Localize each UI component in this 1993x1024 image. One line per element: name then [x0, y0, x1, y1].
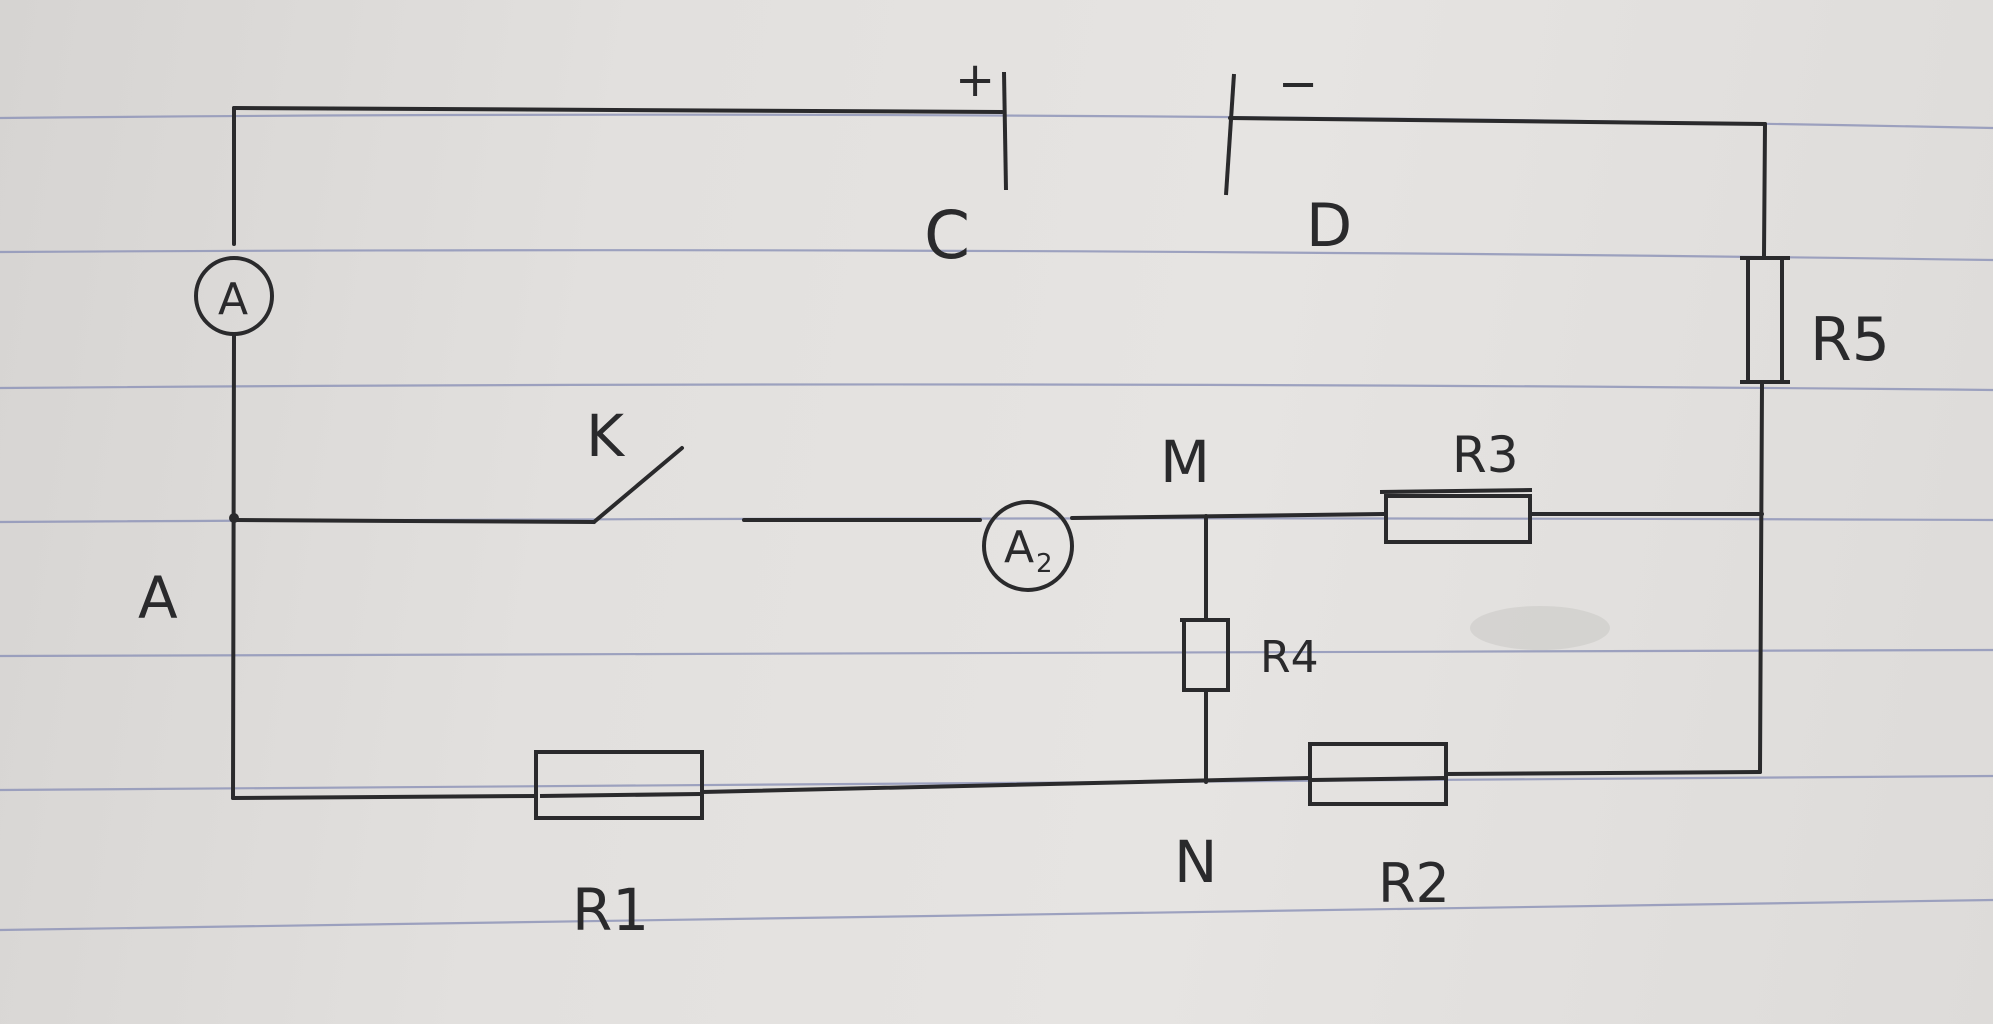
switch-k[interactable]: [592, 446, 684, 524]
resistor-r4: [1180, 618, 1230, 692]
battery-plus-label: +: [955, 52, 995, 108]
resistor-r3: [1379, 488, 1533, 544]
wire-bottom-right: [1444, 770, 1762, 776]
label-r3: R3: [1452, 426, 1519, 484]
ammeter-a2: A 2: [982, 500, 1074, 592]
wire-right-bottom: [1758, 382, 1764, 774]
label-r1: R1: [572, 876, 649, 944]
ammeter-a1: A: [194, 256, 274, 336]
resistor-r1: [534, 750, 704, 820]
label-r2: R2: [1378, 852, 1450, 915]
wire-top-right: [1228, 116, 1767, 126]
wire-bottom-middle: [700, 776, 1312, 794]
label-node-m: M: [1160, 428, 1210, 496]
resistor-r5: [1740, 256, 1790, 384]
battery-minus-label: −: [1278, 56, 1318, 112]
battery-negative-plate: [1224, 73, 1236, 196]
smudge: [1470, 606, 1610, 650]
wire-bottom-left: [231, 794, 538, 800]
label-r4: R4: [1260, 632, 1319, 683]
wire-right-top: [1762, 122, 1767, 258]
wire-top-left: [232, 106, 1004, 114]
resistor-r2: [1308, 742, 1448, 806]
wire-left-lower: [231, 334, 236, 800]
ammeter-a1-label: A: [218, 274, 248, 325]
ammeter-a2-label: A: [1004, 522, 1034, 573]
label-c: C: [924, 197, 970, 274]
wire-middle-left: [232, 518, 596, 524]
label-d: D: [1306, 191, 1352, 261]
label-node-n: N: [1174, 828, 1217, 896]
label-switch-k: K: [586, 402, 626, 470]
label-node-a: A: [138, 564, 178, 632]
wire-a2-to-m: [1070, 512, 1386, 520]
ammeter-a2-subscript: 2: [1036, 549, 1053, 579]
battery-positive-plate: [1002, 71, 1008, 191]
label-r5: R5: [1810, 305, 1890, 375]
